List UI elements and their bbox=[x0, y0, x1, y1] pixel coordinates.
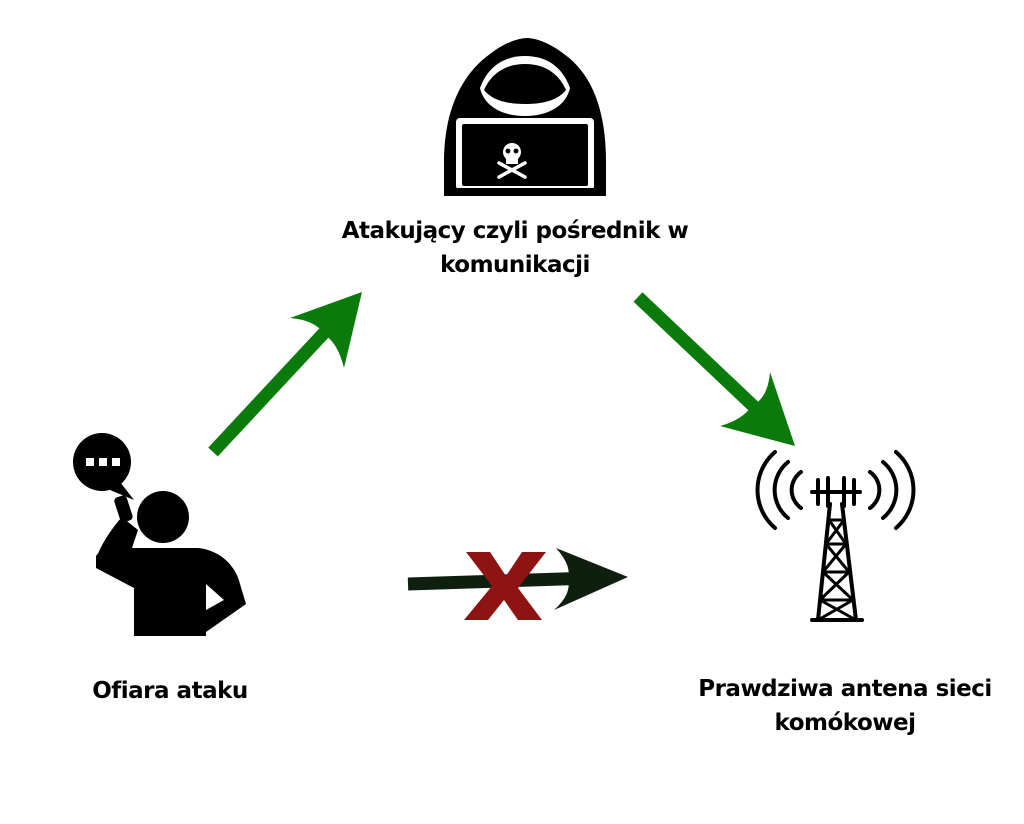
person-phone-icon bbox=[96, 491, 246, 636]
victim-label: Ofiara ataku bbox=[60, 674, 280, 708]
arrow-victim-to-antenna-blocked bbox=[407, 548, 628, 620]
antenna-label: Prawdziwa antena sieci komókowej bbox=[680, 672, 1010, 740]
antenna-label-line2: komókowej bbox=[774, 710, 916, 736]
attacker-label-line1: Atakujący czyli pośrednik w bbox=[341, 218, 689, 244]
attacker-label: Atakujący czyli pośrednik w komunikacji bbox=[300, 214, 730, 282]
cell-tower-icon bbox=[755, 450, 916, 622]
victim-label-text: Ofiara ataku bbox=[92, 678, 248, 704]
arrow-attacker-to-antenna bbox=[633, 292, 795, 446]
antenna-label-line1: Prawdziwa antena sieci bbox=[698, 676, 992, 702]
arrow-victim-to-attacker bbox=[208, 292, 362, 457]
speech-bubble-icon bbox=[73, 433, 134, 500]
skull-icon bbox=[497, 143, 527, 179]
attacker-label-line2: komunikacji bbox=[440, 252, 590, 278]
hacker-icon bbox=[444, 38, 606, 196]
blocked-x-icon bbox=[464, 552, 546, 620]
